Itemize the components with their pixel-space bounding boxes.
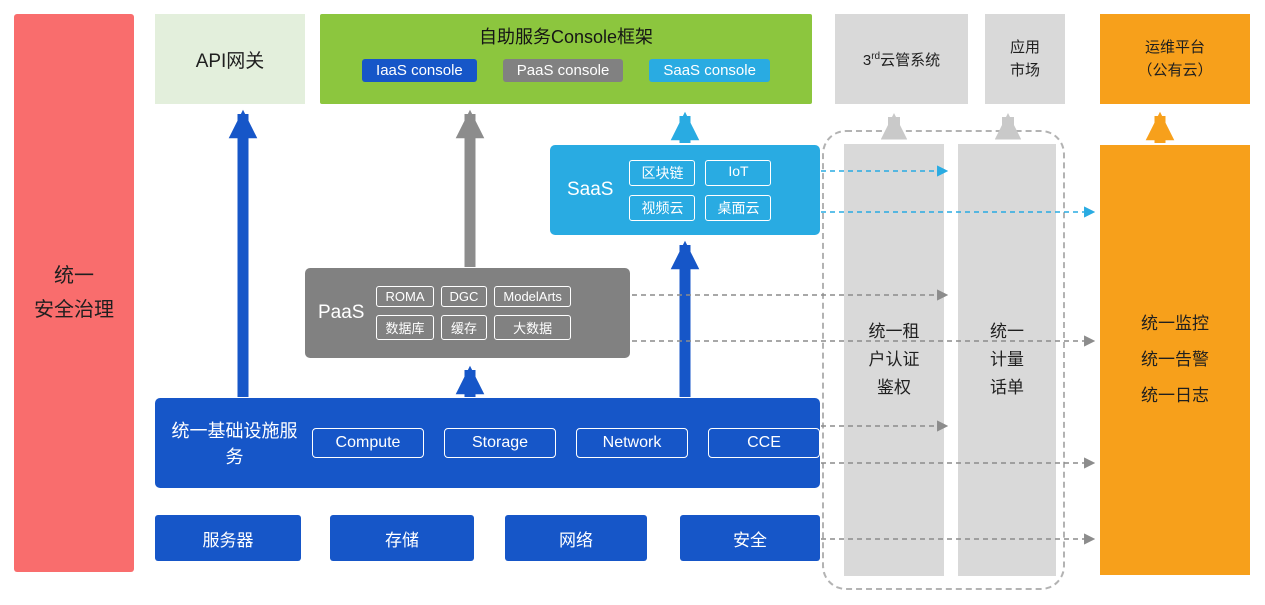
monitoring-bar: 统一监控 统一告警 统一日志: [1100, 145, 1250, 575]
saas-item-iot: IoT: [705, 159, 772, 186]
monitoring-label: 统一监控 统一告警 统一日志: [1141, 314, 1209, 405]
paas-item-grid: ROMA DGC ModelArts 数据库 缓存 大数据: [376, 286, 571, 340]
resource-network-box: 网络: [505, 515, 647, 561]
resource-server-box: 服务器: [155, 515, 301, 561]
saas-label: SaaS: [567, 179, 614, 200]
paas-item-modelarts: ModelArts: [494, 286, 571, 307]
api-gateway-box: API网关: [155, 14, 305, 104]
saas-box: SaaS 区块链 IoT 视频云 桌面云: [550, 145, 820, 235]
resource-storage-box: 存储: [330, 515, 474, 561]
saas-item-grid: 区块链 IoT 视频云 桌面云: [629, 159, 772, 221]
saas-item-desktop-cloud: 桌面云: [705, 194, 772, 221]
om-platform-label: 运维平台 （公有云）: [1137, 38, 1213, 79]
tenant-auth-label: 统一租 户认证 鉴权: [868, 321, 920, 398]
paas-item-database: 数据库: [376, 315, 434, 340]
console-chip-row: IaaS console PaaS console SaaS console: [362, 59, 770, 82]
tenant-auth-bar: 统一租 户认证 鉴权: [844, 144, 944, 576]
saas-item-video-cloud: 视频云: [629, 194, 696, 221]
iaas-console-chip: IaaS console: [362, 59, 477, 82]
infra-item-cce: CCE: [708, 428, 820, 458]
infrastructure-label: 统一基础设施服务: [171, 421, 298, 467]
security-governance-bar: 统一 安全治理: [14, 14, 134, 572]
console-framework-title: 自助服务Console框架: [478, 27, 654, 47]
paas-item-cache: 缓存: [440, 315, 488, 340]
om-platform-box: 运维平台 （公有云）: [1100, 14, 1250, 104]
shared-services-dashed-container: [822, 130, 1065, 590]
infra-item-network: Network: [576, 428, 688, 458]
saas-console-chip: SaaS console: [649, 59, 770, 82]
api-gateway-label: API网关: [195, 50, 265, 72]
paas-console-chip: PaaS console: [502, 59, 624, 82]
infra-item-storage: Storage: [444, 428, 556, 458]
third-party-cloud-mgmt-label: 3rd云管系统: [862, 50, 941, 69]
app-market-box: 应用 市场: [985, 14, 1065, 104]
paas-item-dgc: DGC: [440, 286, 488, 307]
app-market-label: 应用 市场: [1009, 38, 1040, 79]
infrastructure-item-row: Compute Storage Network CCE: [312, 428, 820, 458]
saas-item-blockchain: 区块链: [629, 159, 696, 186]
paas-item-bigdata: 大数据: [494, 315, 571, 340]
console-framework-box: 自助服务Console框架 IaaS console PaaS console …: [320, 14, 812, 104]
paas-box: PaaS ROMA DGC ModelArts 数据库 缓存 大数据: [305, 268, 630, 358]
resource-security-box: 安全: [680, 515, 820, 561]
security-governance-label: 统一 安全治理: [34, 265, 114, 321]
third-party-cloud-mgmt-box: 3rd云管系统: [835, 14, 968, 104]
metering-label: 统一 计量 话单: [990, 321, 1024, 398]
paas-label: PaaS: [318, 302, 365, 323]
paas-item-roma: ROMA: [376, 286, 434, 307]
infrastructure-box: 统一基础设施服务 Compute Storage Network CCE: [155, 398, 820, 488]
metering-bar: 统一 计量 话单: [958, 144, 1056, 576]
infra-item-compute: Compute: [312, 428, 424, 458]
